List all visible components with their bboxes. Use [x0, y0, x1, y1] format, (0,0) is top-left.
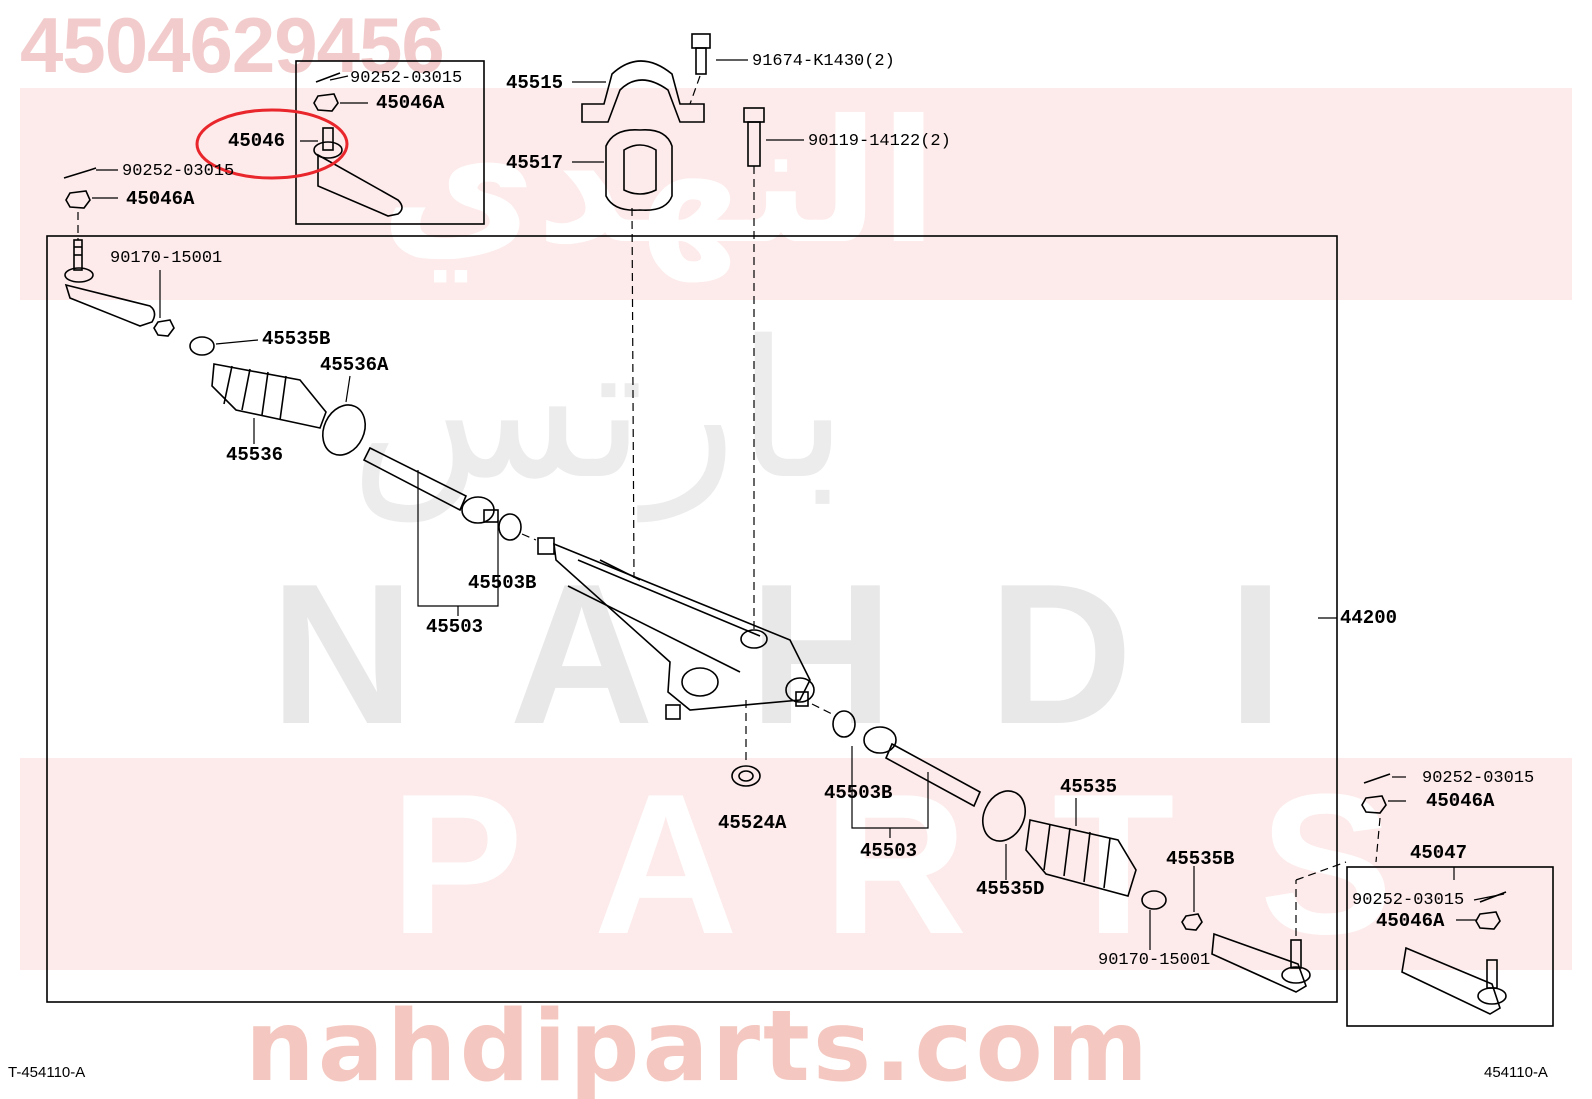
label-nut-90170: 90170-15001 [1098, 951, 1211, 970]
inset-frame-top [295, 60, 485, 225]
watermark-website: nahdiparts.com [245, 990, 1151, 1099]
band-45536a [322, 404, 366, 456]
watermark-band-bottom [20, 758, 1572, 970]
footer-code-right: 454110-A [1484, 1064, 1548, 1081]
label-nut-45046a: 45046A [1426, 790, 1495, 812]
label-band-45535d: 45535D [976, 878, 1045, 900]
label-nut-90170: 90170-15001 [110, 249, 223, 268]
nut-45046a-right [1361, 795, 1387, 814]
bushing-45517 [605, 129, 673, 212]
boot-45536 [211, 363, 327, 429]
label-part-45047: 45047 [1410, 842, 1468, 864]
label-boot-45536: 45536 [226, 444, 284, 466]
label-bracket-45515: 45515 [506, 72, 564, 94]
clamp-45535b-right [1141, 890, 1167, 910]
label-tie-rod-45503: 45503 [426, 616, 484, 638]
washer-45503b-left [498, 513, 522, 541]
label-seal-45524a: 45524A [718, 812, 787, 834]
label-nut-45046a: 45046A [376, 92, 445, 114]
tie-rod-end-inset [313, 127, 403, 217]
label-nut-45046a: 45046A [126, 188, 195, 210]
label-cotter-pin: 90252-03015 [1352, 891, 1465, 910]
label-clamp-45535b: 45535B [1166, 848, 1235, 870]
tie-rod-end-45047 [1401, 946, 1507, 1015]
watermark-arabic-nahdi: النهدي [380, 84, 938, 282]
inner-tie-rod-right [863, 726, 982, 808]
nut-90170-left [153, 319, 175, 337]
label-washer-45503b: 45503B [824, 782, 893, 804]
assembly-frame [46, 235, 1338, 1003]
watermark-arabic-parts: بارتس [350, 300, 848, 521]
label-bolt-91674: 91674-K1430(2) [752, 52, 895, 71]
label-cotter-pin: 90252-03015 [350, 69, 463, 88]
label-washer-45503b: 45503B [468, 572, 537, 594]
watermark-nahdi: NAHDI [270, 543, 1379, 766]
clamp-45535b-left [189, 336, 215, 356]
cotter-pin-left [63, 167, 97, 179]
bolt-90119 [743, 107, 765, 167]
seal-45524a [731, 765, 761, 787]
washer-45503b-right [832, 710, 856, 738]
cotter-pin-inset-45047 [1479, 891, 1507, 903]
watermark-part-number: 4504629456 [20, 1, 445, 89]
band-45535d [982, 790, 1026, 842]
label-clamp-45535b: 45535B [262, 328, 331, 350]
label-tie-rod-45503: 45503 [860, 840, 918, 862]
label-cotter-pin: 90252-03015 [122, 162, 235, 181]
nut-45046a-inset-45047 [1475, 911, 1501, 930]
footer-code-left: T-454110-A [8, 1064, 86, 1081]
label-boot-45535: 45535 [1060, 776, 1118, 798]
label-rack-44200: 44200 [1340, 607, 1398, 629]
label-bolt-90119: 90119-14122(2) [808, 132, 951, 151]
steering-rack-housing [537, 537, 815, 720]
highlight-circle-45046 [195, 108, 349, 180]
label-part-45046: 45046 [228, 130, 286, 152]
nut-45046a-inset [313, 93, 339, 112]
tie-rod-end-right [1211, 932, 1311, 993]
nut-90170-right [1181, 913, 1203, 931]
watermark-band-top [20, 88, 1572, 300]
label-bushing-45517: 45517 [506, 152, 564, 174]
bolt-91674 [691, 33, 711, 75]
inset-frame-45047 [1346, 866, 1554, 1027]
nut-45046a-left [65, 190, 91, 209]
cotter-pin-inset [315, 72, 341, 83]
inner-tie-rod-left [362, 446, 499, 524]
boot-45535 [1025, 819, 1137, 897]
label-nut-45046a: 45046A [1376, 910, 1445, 932]
label-cotter-pin: 90252-03015 [1422, 769, 1535, 788]
cotter-pin-right [1363, 773, 1391, 784]
label-band-45536a: 45536A [320, 354, 389, 376]
bracket-45515 [581, 60, 705, 123]
